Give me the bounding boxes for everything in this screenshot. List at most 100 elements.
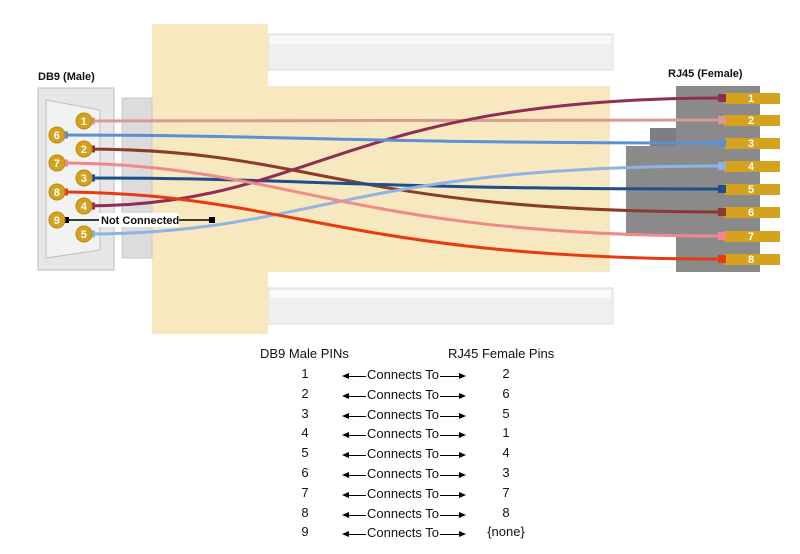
db9-pin-8: [48, 183, 66, 201]
rj45-pin-cell: {none}: [487, 524, 525, 540]
db9-pin-label-4: 4: [81, 201, 88, 213]
connects-arrow: Connects To: [342, 524, 466, 541]
wire-terminal-rj45: [718, 139, 726, 147]
rj45-contact-4: [724, 161, 780, 172]
table-header: DB9 Male PINs RJ45 Female Pins: [240, 346, 580, 366]
rj45-pin-cell: 8: [502, 504, 510, 520]
db9-pin-cell: 5: [301, 445, 309, 461]
db9-pin-label-2: 2: [81, 144, 87, 156]
rj45-pin-cell: 4: [502, 445, 510, 461]
db9-title: DB9 (Male): [38, 71, 95, 83]
db9-pin-cell: 1: [301, 366, 309, 381]
rj45-pin-cell: 2: [502, 366, 510, 381]
connects-arrow: Connects To: [342, 425, 466, 442]
wire-db9-4-to-rj45-1: [82, 96, 724, 208]
rj45-contact-5: [724, 184, 780, 195]
not-connected-label: Not Connected: [101, 215, 179, 227]
connects-to-label: Connects To: [366, 505, 441, 521]
header-db9: DB9 Male PINs: [260, 346, 349, 361]
connects-to-label: Connects To: [366, 485, 441, 501]
connects-to-label: Connects To: [366, 406, 441, 422]
wire-db9-8-to-rj45-8: [55, 190, 724, 261]
db9-pin-7: [48, 154, 66, 172]
db9-pin-label-3: 3: [81, 173, 87, 185]
connects-arrow: Connects To: [342, 465, 466, 481]
db9-pin-cell: 6: [301, 464, 309, 480]
table-row: 2 Connects To 6: [240, 386, 580, 406]
table-row: 3 Connects To 5: [240, 406, 580, 426]
rj45-pin-label-7: 7: [748, 231, 754, 243]
connects-arrow: Connects To: [342, 445, 466, 462]
nc-end-right: [209, 217, 215, 223]
connects-to-label: Connects To: [366, 426, 441, 442]
table-row: 6 Connects To 3: [240, 465, 580, 485]
rj45-contact-1: [724, 93, 780, 104]
rj45-pin-label-8: 8: [748, 254, 754, 266]
rj45-contact-7: [724, 231, 780, 242]
db9-pin-1: [75, 112, 93, 130]
db9-pin-cell: 2: [301, 385, 309, 401]
wire-db9-5-to-rj45-4: [82, 164, 724, 236]
wire-terminal-rj45: [718, 94, 726, 102]
rj45-contact-2: [724, 115, 780, 126]
adapter-housing: [152, 24, 610, 334]
wire-terminal-rj45: [718, 208, 726, 216]
db9-pin-cell: 7: [301, 484, 309, 500]
wire-db9-2-to-rj45-6: [82, 147, 724, 214]
table-row: 1 Connects To 2: [240, 366, 580, 386]
db9-pin-label-7: 7: [54, 158, 60, 170]
rj45-pin-label-5: 5: [748, 184, 754, 196]
housing-rails: [267, 33, 614, 325]
connects-to-label: Connects To: [366, 465, 441, 481]
wire-terminal-rj45: [718, 255, 726, 263]
db9-pin-cell: 9: [301, 524, 309, 540]
db9-pin-6: [48, 126, 66, 144]
db9-pin-cell: 3: [301, 405, 309, 421]
db9-pin-label-8: 8: [54, 187, 60, 199]
rj45-pin-cell: 6: [502, 385, 510, 401]
connects-to-label: Connects To: [366, 525, 441, 541]
connects-to-label: Connects To: [366, 446, 441, 462]
rj45-contact-8: [724, 254, 780, 265]
connects-arrow: Connects To: [342, 505, 466, 521]
db9-pin-label-5: 5: [81, 229, 87, 241]
rj45-title: RJ45 (Female): [668, 68, 743, 80]
connects-arrow: Connects To: [342, 485, 466, 501]
rj45-connector: [626, 86, 760, 272]
db9-pin-cell: 8: [301, 504, 309, 520]
wire-db9-7-to-rj45-7: [55, 161, 724, 238]
db9-pin-label-6: 6: [54, 130, 60, 142]
wire-db9-3-to-rj45-5: [82, 176, 724, 191]
rj45-pin-cell: 7: [502, 484, 510, 500]
rj45-pin-cell: 5: [502, 405, 510, 421]
table-row: 8 Connects To 8: [240, 505, 580, 525]
db9-pin-label-9: 9: [54, 215, 60, 227]
wire-terminal-rj45: [718, 116, 726, 124]
db9-pin-label-1: 1: [81, 116, 87, 128]
db9-pin-3: [75, 169, 93, 187]
db9-pins: 1 2 3 4 5 6 7 8 9: [48, 112, 93, 243]
db9-pin-9: [48, 211, 66, 229]
nc-end-left: [63, 217, 69, 223]
wire-db9-6-to-rj45-3: [55, 133, 724, 145]
rj45-pin-cell: 1: [502, 425, 510, 441]
connects-arrow: Connects To: [342, 366, 466, 382]
connects-to-label: Connects To: [366, 386, 441, 402]
connects-arrow: Connects To: [342, 386, 466, 402]
header-rj45: RJ45 Female Pins: [448, 346, 555, 361]
table-row: 4 Connects To 1: [240, 425, 580, 445]
rj45-pin-label-1: 1: [748, 93, 754, 105]
db9-pin-2: [75, 140, 93, 158]
connects-arrow: Connects To: [342, 406, 466, 422]
wire-terminal-rj45: [718, 185, 726, 193]
table-row: 9 Connects To {none}: [240, 524, 580, 544]
db9-pin-cell: 4: [301, 425, 309, 441]
rj45-pin-cell: 3: [502, 464, 510, 480]
table-row: 5 Connects To 4: [240, 445, 580, 465]
connects-to-label: Connects To: [366, 367, 441, 382]
not-connected-wire: Not Connected: [63, 213, 215, 227]
